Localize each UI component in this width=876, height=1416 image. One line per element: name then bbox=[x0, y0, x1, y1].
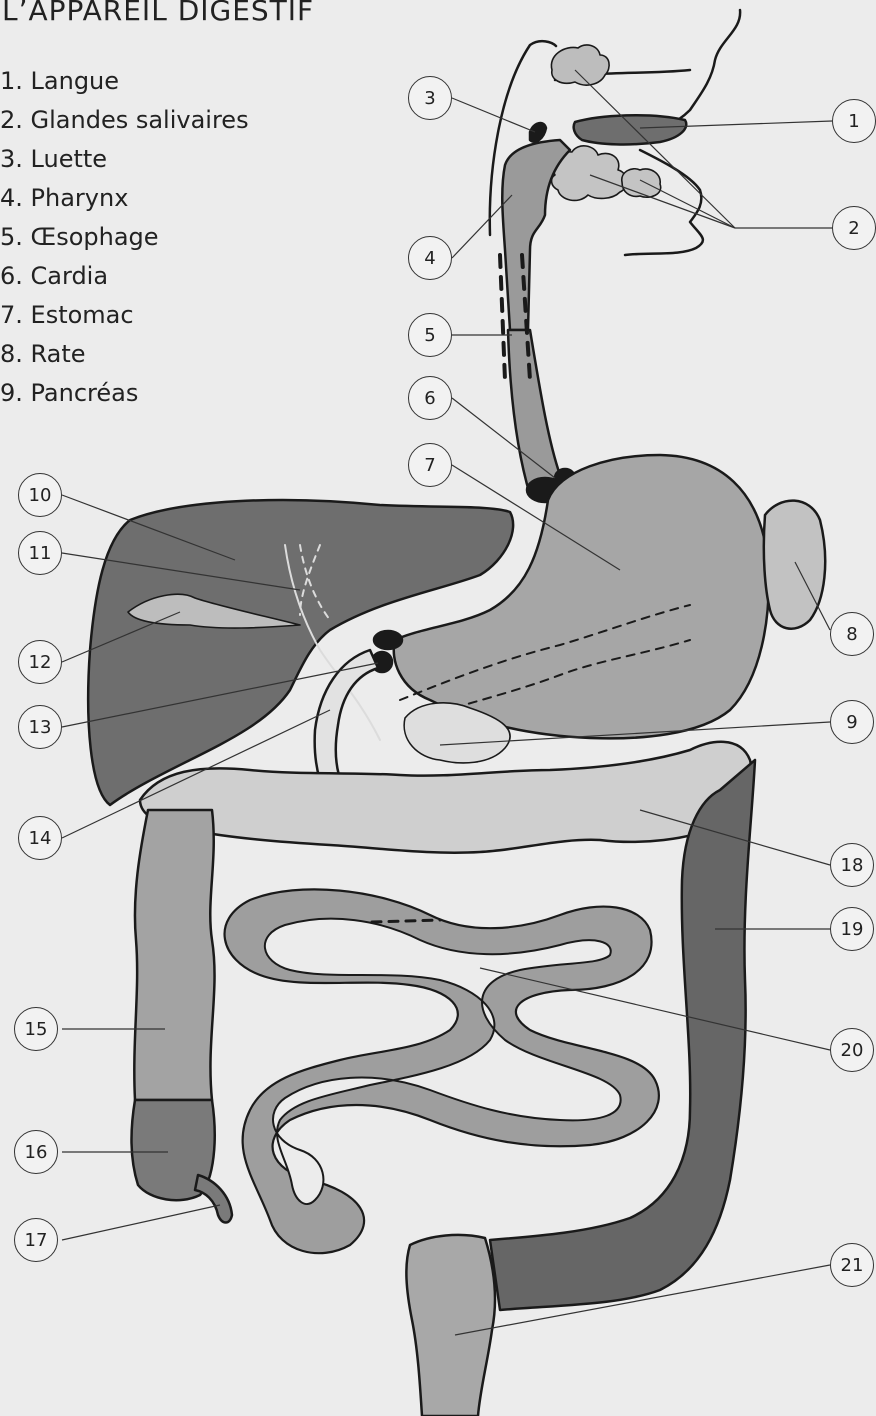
callout-21: 21 bbox=[830, 1243, 874, 1287]
callout-20: 20 bbox=[830, 1028, 874, 1072]
callout-2: 2 bbox=[832, 206, 876, 250]
callout-10: 10 bbox=[18, 473, 62, 517]
uvula bbox=[530, 123, 546, 142]
leader-2a bbox=[575, 70, 735, 228]
appendix bbox=[195, 1175, 232, 1223]
callout-14: 14 bbox=[18, 816, 62, 860]
callout-9: 9 bbox=[830, 700, 874, 744]
callout-7: 7 bbox=[408, 443, 452, 487]
callout-16: 16 bbox=[14, 1130, 58, 1174]
rectum bbox=[406, 1235, 495, 1416]
salivary-gland-upper bbox=[551, 45, 609, 85]
ascending-colon bbox=[134, 810, 214, 1100]
leader-2b bbox=[590, 175, 735, 228]
callout-8: 8 bbox=[830, 612, 874, 656]
esophagus bbox=[508, 330, 560, 495]
spleen bbox=[764, 501, 825, 629]
tongue bbox=[574, 115, 687, 144]
stomach bbox=[394, 455, 769, 738]
callout-19: 19 bbox=[830, 907, 874, 951]
callout-17: 17 bbox=[14, 1218, 58, 1262]
callout-18: 18 bbox=[830, 843, 874, 887]
leader-2c bbox=[640, 180, 735, 228]
callout-15: 15 bbox=[14, 1007, 58, 1051]
callout-4: 4 bbox=[408, 236, 452, 280]
callout-5: 5 bbox=[408, 313, 452, 357]
callout-13: 13 bbox=[18, 705, 62, 749]
callout-1: 1 bbox=[832, 99, 876, 143]
callout-6: 6 bbox=[408, 376, 452, 420]
salivary-gland-sublingual bbox=[622, 169, 661, 198]
callout-11: 11 bbox=[18, 531, 62, 575]
callout-12: 12 bbox=[18, 640, 62, 684]
callout-3: 3 bbox=[408, 76, 452, 120]
leader-17 bbox=[62, 1205, 220, 1240]
leader-3 bbox=[452, 98, 535, 132]
pylorus-sphincter bbox=[374, 631, 402, 649]
